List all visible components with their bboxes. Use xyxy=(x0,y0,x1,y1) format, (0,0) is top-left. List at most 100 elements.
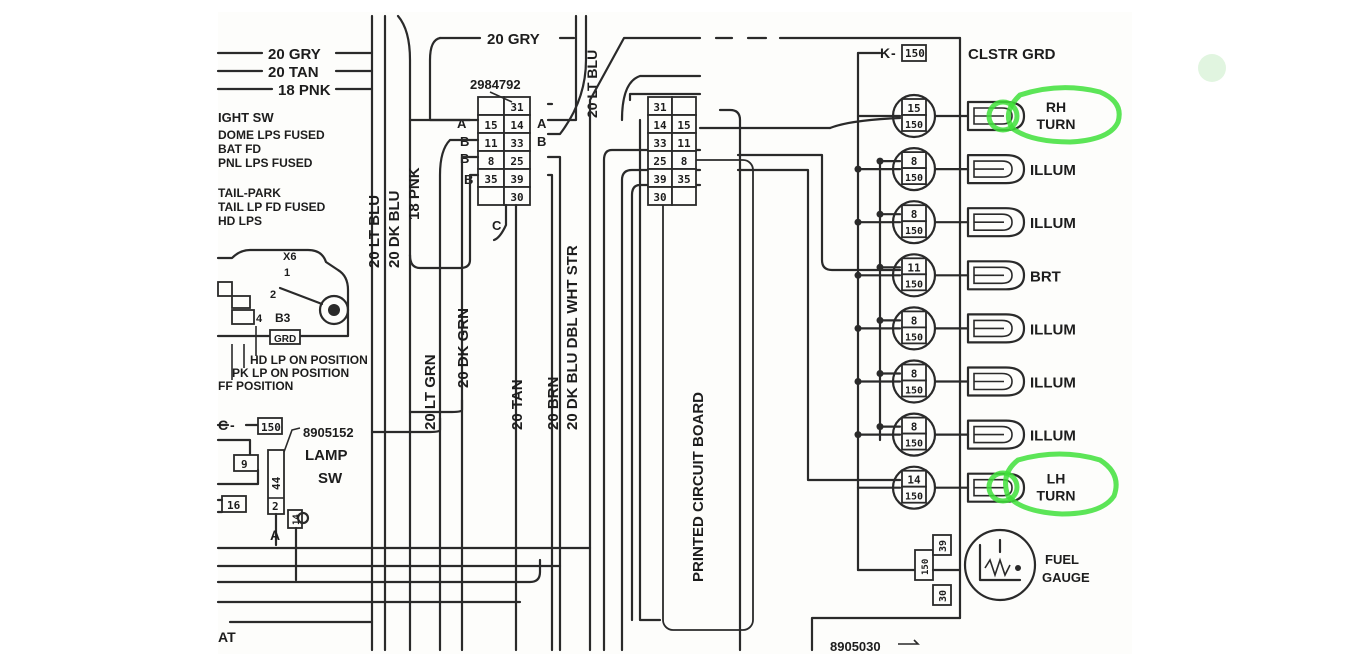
wire-label-tan: 20 TAN xyxy=(268,64,319,81)
lamp-sw-subtitle: SW xyxy=(318,470,343,487)
wire-label-gry-right: 20 GRY xyxy=(487,31,540,48)
bulb-inner-icon xyxy=(973,425,1013,444)
light-switch-body xyxy=(216,248,350,380)
connector-2-pin-25: 25 xyxy=(653,155,666,168)
light-sw-terminal-grd: GRD xyxy=(274,334,296,345)
fuel-gauge-label-2: GAUGE xyxy=(1042,570,1090,585)
lamp-label: ILLUM xyxy=(1030,321,1076,338)
lamp-sw-c-label: C xyxy=(218,417,228,433)
lamp-code-bottom: 150 xyxy=(905,386,923,397)
light-sw-terminal-1: 1 xyxy=(284,267,290,279)
bulb-inner-icon xyxy=(973,372,1013,391)
lamp-code-bottom-box xyxy=(901,432,927,451)
connector-2-pin-35: 35 xyxy=(677,173,690,186)
connector-1-pin-c: C xyxy=(492,218,502,233)
k-code: 150 xyxy=(905,47,925,60)
vertical-label-tan: 20 TAN xyxy=(509,379,526,430)
k-box xyxy=(901,44,927,62)
bulb-icon xyxy=(966,313,1026,344)
lamp-bus-wires xyxy=(698,51,922,572)
connector-1-pin-30: 30 xyxy=(510,191,523,204)
lamp-label: RH xyxy=(1046,99,1066,115)
bottom-part-arrow xyxy=(898,639,920,645)
connector-2-pin-11: 11 xyxy=(677,137,691,150)
connector-1-pin-15: 15 xyxy=(484,119,497,132)
lamp-code-bottom-box xyxy=(901,379,927,398)
lamp-sw-c-code: 150 xyxy=(261,421,281,434)
connector-2-cell xyxy=(671,186,697,206)
lamp-code-bottom-box xyxy=(901,114,927,132)
lamp-code-bottom: 150 xyxy=(905,439,923,450)
connector-1-pin-a-right: A xyxy=(537,116,547,131)
light-sw-line-hd: HD LPS xyxy=(218,214,262,228)
k-dash: - xyxy=(891,45,896,61)
lamp-switch-body xyxy=(216,398,592,624)
lamp-code-top: 8 xyxy=(911,368,918,381)
lamp-code-top: 14 xyxy=(907,474,921,487)
lamp-sw-title: LAMP xyxy=(305,447,348,464)
bulb-icon xyxy=(966,419,1026,450)
wire-label-pnk: 18 PNK xyxy=(278,82,331,99)
left-vertical-wires xyxy=(370,14,588,652)
lamp-sublabel: TURN xyxy=(1037,488,1076,504)
lamp-sw-a-label: A xyxy=(270,527,280,543)
connector-1-pin-b-left-3: B xyxy=(464,172,473,187)
vertical-label-lt-grn: 20 LT GRN xyxy=(422,354,439,430)
lamp-code-bottom: 150 xyxy=(905,173,923,184)
wire-label-gry: 20 GRY xyxy=(268,46,321,63)
lamp-sw-part-number: 8905152 xyxy=(303,425,354,440)
lamp-label: ILLUM xyxy=(1030,428,1076,445)
lamp-sw-code-44: 44 xyxy=(270,476,283,490)
connector-2-pin-31: 31 xyxy=(653,101,667,114)
lamp-code-top: 8 xyxy=(911,421,918,434)
bulb-icon xyxy=(966,207,1026,238)
light-sw-line-dome: DOME LPS FUSED xyxy=(218,128,325,142)
light-sw-line-tail-park: TAIL-PARK xyxy=(218,186,281,200)
connector-1-pin-39: 39 xyxy=(510,173,523,186)
connector-1-wires xyxy=(408,102,562,652)
lamp-code-top: 8 xyxy=(911,208,918,221)
bottom-part-number: 8905030 xyxy=(830,639,881,654)
connector-2-pin-8: 8 xyxy=(681,155,688,168)
connector-2-cell xyxy=(671,96,697,116)
highlight-lh-turn xyxy=(1003,451,1119,517)
connector-1-pin-b-left-1: B xyxy=(460,134,469,149)
lamp-sw-code-2: 2 xyxy=(272,500,279,513)
lamp-code-bottom: 150 xyxy=(905,120,923,131)
light-sw-position-hd: HD LP ON POSITION xyxy=(250,353,368,367)
lamp-sw-code-9: 9 xyxy=(241,458,248,471)
bulb-icon xyxy=(966,154,1026,185)
connector-2-pin-33: 33 xyxy=(653,137,666,150)
connector-1-pin-8: 8 xyxy=(488,155,495,168)
lamp-code-bottom: 150 xyxy=(905,332,923,343)
lamp-code-bottom-box xyxy=(901,273,927,292)
lamp-label: ILLUM xyxy=(1030,162,1076,179)
light-sw-line-pnl: PNL LPS FUSED xyxy=(218,156,313,170)
k-label: K xyxy=(880,45,890,61)
connector-1-pin-33: 33 xyxy=(510,137,523,150)
connector-1-pin-35: 35 xyxy=(484,173,497,186)
bulb-inner-icon xyxy=(973,213,1013,231)
vertical-label-lt-blu-left: 20 LT BLU xyxy=(366,195,383,268)
connector-1-pin-25: 25 xyxy=(510,155,523,168)
lamp-code-bottom-box xyxy=(901,485,927,504)
gauge-code-30: 30 xyxy=(938,590,949,602)
connector-1-pin-14: 14 xyxy=(510,119,524,132)
connector-1-part-number: 2984792 xyxy=(470,77,521,92)
connector-1-pin-31: 31 xyxy=(510,101,524,114)
light-sw-title: IGHT SW xyxy=(218,110,274,125)
connector-1-pin-b-left-2: B xyxy=(460,151,469,166)
light-sw-line-bat: BAT FD xyxy=(218,142,261,156)
junction-dot xyxy=(854,378,862,385)
lamp-code-bottom-box xyxy=(901,220,927,239)
lamp-code-bottom: 150 xyxy=(905,226,923,237)
connector-2-pin-39: 39 xyxy=(653,173,666,186)
light-sw-position-off: FF POSITION xyxy=(218,379,293,393)
